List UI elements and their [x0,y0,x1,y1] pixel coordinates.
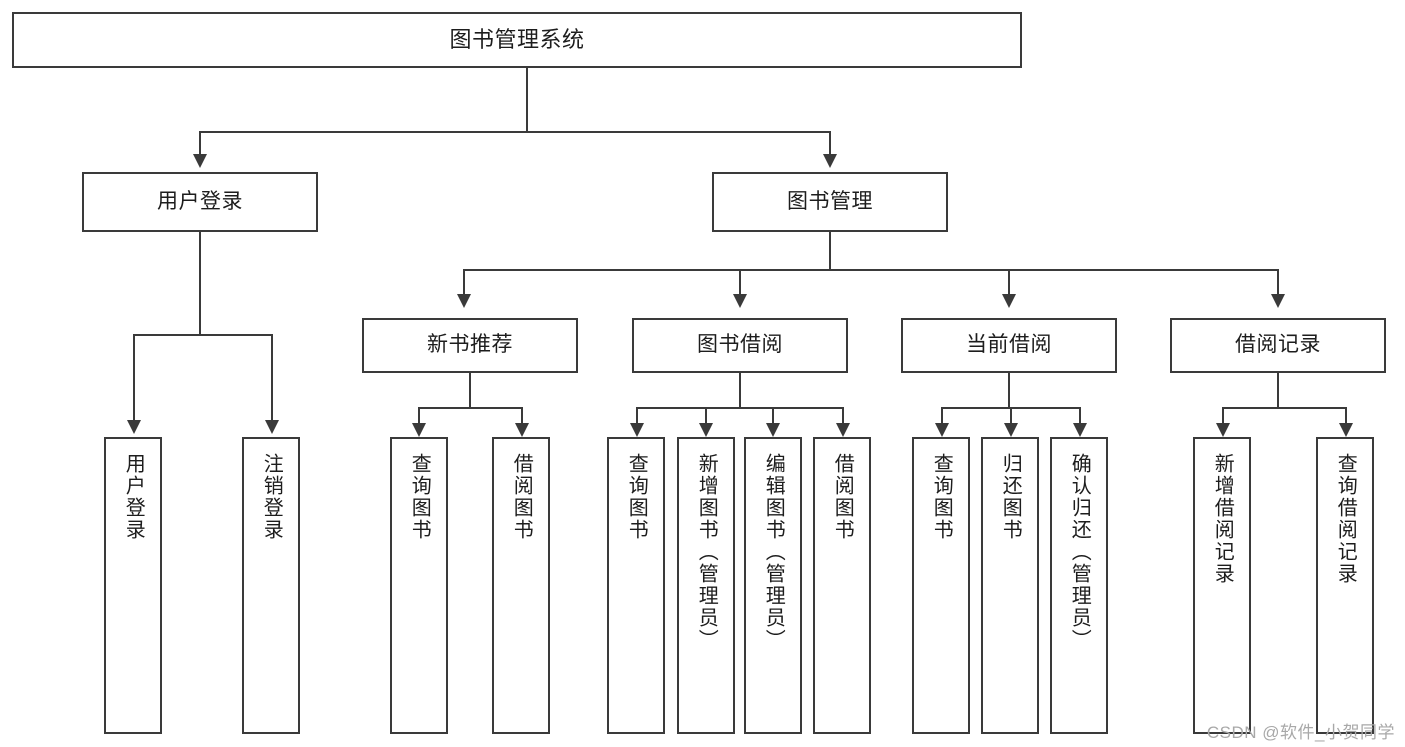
edge-bb-drop-1 [636,407,638,425]
arrow-leaf-add-book [699,423,713,437]
edge-current-borrow-stem [1008,373,1010,408]
node-label: 归还图书 [999,453,1022,541]
edge-br-drop-1 [1222,407,1224,425]
leaf-return-book[interactable]: 归还图书 [981,437,1039,734]
node-label: 新书推荐 [427,333,513,357]
leaf-logout-login[interactable]: 注销登录 [242,437,300,734]
node-label: 图书管理 [787,189,873,213]
node-label: 查询图书 [625,453,648,541]
leaf-query-book-3[interactable]: 查询图书 [912,437,970,734]
leaf-add-record[interactable]: 新增借阅记录 [1193,437,1251,734]
edge-root-bar [199,131,829,133]
edge-to-book-borrow [739,269,741,296]
edge-to-borrow-record [1277,269,1279,296]
arrow-leaf-query-book-2 [630,423,644,437]
arrow-leaf-query-book-3 [935,423,949,437]
edge-bb-drop-3 [772,407,774,425]
edge-new-book-recommend-stem [469,373,471,408]
edge-new-book-recommend-bar [418,407,521,409]
arrow-leaf-query-book-1 [412,423,426,437]
node-label: 图书借阅 [697,333,783,357]
leaf-query-book-2[interactable]: 查询图书 [607,437,665,734]
edge-to-new-book-recommend [463,269,465,296]
leaf-user-login[interactable]: 用户登录 [104,437,162,734]
edge-user-login-drop-1 [133,334,135,422]
node-user-login[interactable]: 用户登录 [82,172,318,232]
leaf-borrow-book-1[interactable]: 借阅图书 [492,437,550,734]
arrow-leaf-query-record [1339,423,1353,437]
leaf-edit-book[interactable]: 编辑图书（管理员） [744,437,802,734]
node-borrow-record[interactable]: 借阅记录 [1170,318,1386,373]
node-label: 借阅图书 [510,453,533,541]
node-label: 用户登录 [122,453,145,541]
node-root-system[interactable]: 图书管理系统 [12,12,1022,68]
arrow-leaf-logout-login [265,420,279,434]
edge-cb-drop-3 [1079,407,1081,425]
leaf-query-book-1[interactable]: 查询图书 [390,437,448,734]
arrow-to-current-borrow [1002,294,1016,308]
node-label: 编辑图书（管理员） [762,453,785,651]
edge-book-borrow-bar [636,407,842,409]
edge-book-manage-stem [829,232,831,270]
leaf-confirm-return[interactable]: 确认归还（管理员） [1050,437,1108,734]
arrow-leaf-return-book [1004,423,1018,437]
node-label: 查询图书 [930,453,953,541]
node-label: 图书管理系统 [449,27,585,53]
arrow-to-user-login [193,154,207,168]
node-label: 借阅记录 [1235,333,1321,357]
edge-br-drop-2 [1345,407,1347,425]
arrow-leaf-add-record [1216,423,1230,437]
edge-cb-drop-1 [941,407,943,425]
leaf-borrow-book-2[interactable]: 借阅图书 [813,437,871,734]
edge-to-current-borrow [1008,269,1010,296]
arrow-to-borrow-record [1271,294,1285,308]
arrow-leaf-confirm-return [1073,423,1087,437]
node-label: 查询图书 [408,453,431,541]
node-book-manage[interactable]: 图书管理 [712,172,948,232]
edge-root-to-book-manage [829,131,831,156]
node-label: 注销登录 [260,453,283,541]
arrow-leaf-edit-book [766,423,780,437]
node-label: 当前借阅 [966,333,1052,357]
edge-user-login-stem [199,232,201,335]
node-label: 借阅图书 [831,453,854,541]
node-label: 新增图书（管理员） [695,453,718,651]
node-book-borrow[interactable]: 图书借阅 [632,318,848,373]
arrow-leaf-borrow-book-1 [515,423,529,437]
leaf-add-book[interactable]: 新增图书（管理员） [677,437,735,734]
edge-user-login-bar [133,334,272,336]
node-label: 确认归还（管理员） [1068,453,1091,651]
arrow-to-new-book-recommend [457,294,471,308]
node-new-book-recommend[interactable]: 新书推荐 [362,318,578,373]
edge-book-manage-bar [463,269,1278,271]
node-label: 查询借阅记录 [1334,453,1357,585]
node-label: 用户登录 [157,189,243,213]
edge-cb-drop-2 [1010,407,1012,425]
node-current-borrow[interactable]: 当前借阅 [901,318,1117,373]
edge-bb-drop-4 [842,407,844,425]
edge-borrow-record-bar [1222,407,1345,409]
leaf-query-record[interactable]: 查询借阅记录 [1316,437,1374,734]
node-label: 新增借阅记录 [1211,453,1234,585]
edge-root-to-user-login [199,131,201,156]
edge-root-stem [526,68,528,132]
arrow-leaf-borrow-book-2 [836,423,850,437]
arrow-to-book-manage [823,154,837,168]
edge-user-login-drop-2 [271,334,273,422]
arrow-to-book-borrow [733,294,747,308]
arrow-leaf-user-login [127,420,141,434]
edge-borrow-record-stem [1277,373,1279,408]
edge-nbr-drop-1 [418,407,420,425]
edge-book-borrow-stem [739,373,741,408]
edge-nbr-drop-2 [521,407,523,425]
edge-bb-drop-2 [705,407,707,425]
